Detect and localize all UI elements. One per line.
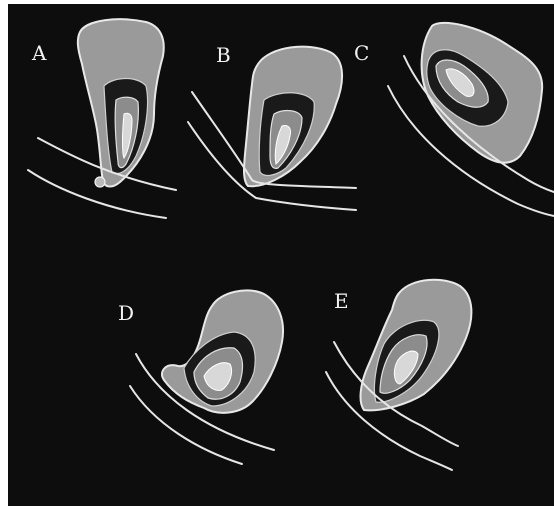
tooth-d <box>162 290 283 412</box>
panel-b: B <box>188 43 356 210</box>
tooth-a <box>78 19 164 187</box>
panel-label-e: E <box>334 289 349 313</box>
panel-d: D <box>118 290 283 464</box>
panel-label-a: A <box>31 41 47 65</box>
tooth-e <box>361 280 472 411</box>
panel-label-b: B <box>216 43 231 67</box>
panel-a: A <box>28 19 176 218</box>
dental-illustration-figure: A B C <box>8 4 554 506</box>
panel-c: C <box>354 23 554 216</box>
tooth-a-apex-lesion <box>95 177 105 187</box>
panel-e: E <box>326 280 471 470</box>
figure-canvas: A B C <box>8 4 554 506</box>
tooth-c <box>422 23 543 163</box>
bone-line-a-lower <box>28 170 166 218</box>
panel-label-d: D <box>118 301 134 325</box>
panel-label-c: C <box>354 41 369 65</box>
tooth-b <box>244 47 342 187</box>
